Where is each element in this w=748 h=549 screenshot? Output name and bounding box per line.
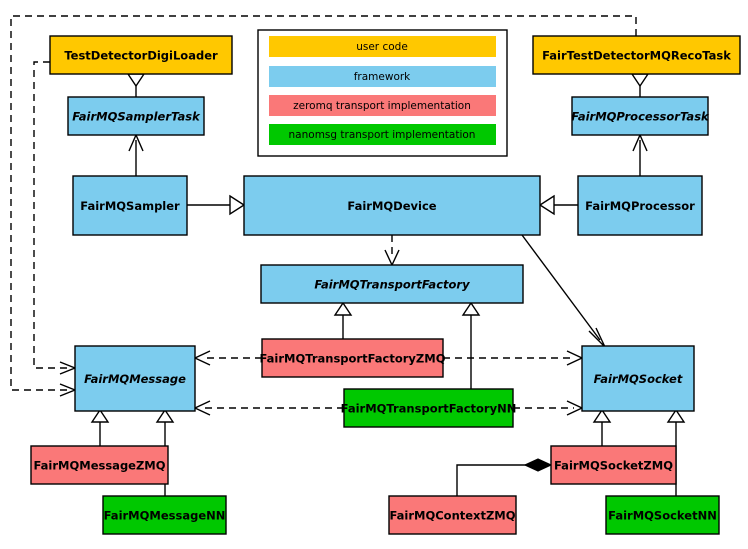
arrowhead-device-socket — [588, 327, 606, 348]
class-box-FairMQProcessor[interactable] — [577, 175, 703, 236]
class-label-TestDetectorDigiLoader: TestDetectorDigiLoader — [64, 49, 218, 63]
class-label-FairMQProcessorTask: FairMQProcessorTask — [571, 110, 710, 124]
arrowhead-processortask-recotask — [630, 73, 650, 88]
legend: user code framework zeromq transport imp… — [257, 29, 508, 157]
class-label-FairMQMessageNN: FairMQMessageNN — [104, 509, 226, 523]
arrowhead-socketnn-socket — [666, 408, 686, 423]
class-label-FairMQMessageZMQ: FairMQMessageZMQ — [33, 459, 165, 473]
class-label-FairMQSocket: FairMQSocket — [594, 372, 683, 386]
class-node-FairMQProcessorTask[interactable]: FairMQProcessorTask — [571, 96, 710, 136]
class-box-FairMQSocketZMQ[interactable] — [550, 445, 677, 485]
arrowhead-messagezmq-message — [90, 408, 110, 423]
class-node-FairMQTransportFactoryZMQ[interactable]: FairMQTransportFactoryZMQ — [259, 338, 446, 378]
class-box-FairMQMessage[interactable] — [74, 345, 196, 412]
class-box-FairMQContextZMQ[interactable] — [388, 495, 517, 535]
arrowhead-tfnn-transportfactory — [461, 301, 481, 316]
class-node-FairMQProcessor[interactable]: FairMQProcessor — [577, 175, 703, 236]
class-box-FairMQTransportFactoryZMQ[interactable] — [261, 338, 444, 378]
class-node-FairMQDevice[interactable]: FairMQDevice — [243, 175, 541, 236]
legend-swatch-framework — [269, 66, 496, 87]
class-label-FairMQSocketNN: FairMQSocketNN — [608, 509, 717, 523]
class-node-FairMQMessageZMQ[interactable]: FairMQMessageZMQ — [30, 445, 169, 485]
arrowhead-socketzmq-socket — [592, 408, 612, 423]
class-box-FairMQSocket[interactable] — [581, 345, 695, 412]
class-box-FairMQTransportFactory[interactable] — [260, 264, 524, 304]
class-box-FairMQSocketNN[interactable] — [605, 495, 720, 535]
class-box-FairMQDevice[interactable] — [243, 175, 541, 236]
class-node-FairMQContextZMQ[interactable]: FairMQContextZMQ — [388, 495, 517, 535]
arrowhead-processor-device — [538, 194, 555, 216]
class-label-FairMQDevice: FairMQDevice — [347, 199, 436, 213]
legend-label-zeromq: zeromq transport implementation — [293, 100, 471, 112]
class-node-FairMQTransportFactoryNN[interactable]: FairMQTransportFactoryNN — [341, 388, 517, 428]
node-layer: TestDetectorDigiLoaderFairMQSamplerTaskF… — [30, 35, 741, 535]
legend-swatch-nanomsg — [269, 124, 496, 145]
legend-swatch-zeromq — [269, 95, 496, 116]
class-label-FairTestDetectorMQRecoTask: FairTestDetectorMQRecoTask — [542, 49, 731, 63]
arrowhead-messagenn-message — [155, 408, 175, 423]
class-label-FairMQSocketZMQ: FairMQSocketZMQ — [554, 459, 673, 473]
edge-contextzmq-socketzmq — [456, 464, 538, 496]
class-label-FairMQTransportFactoryNN: FairMQTransportFactoryNN — [341, 402, 517, 416]
class-box-FairMQMessageZMQ[interactable] — [30, 445, 169, 485]
class-box-FairMQMessageNN[interactable] — [102, 495, 227, 535]
class-label-FairMQSamplerTask: FairMQSamplerTask — [72, 110, 201, 124]
class-node-FairMQSocketZMQ[interactable]: FairMQSocketZMQ — [550, 445, 677, 485]
legend-label-framework: framework — [354, 71, 411, 83]
legend-swatch-user-code — [269, 36, 496, 57]
class-label-FairMQTransportFactory: FairMQTransportFactory — [314, 278, 470, 292]
class-node-FairMQSocketNN[interactable]: FairMQSocketNN — [605, 495, 720, 535]
class-box-FairTestDetectorMQRecoTask[interactable] — [532, 35, 741, 75]
class-node-FairMQTransportFactory[interactable]: FairMQTransportFactory — [260, 264, 524, 304]
class-box-FairMQSamplerTask[interactable] — [67, 96, 205, 136]
class-box-FairMQProcessorTask[interactable] — [571, 96, 709, 136]
class-label-FairMQMessage: FairMQMessage — [84, 372, 186, 386]
class-label-FairMQContextZMQ: FairMQContextZMQ — [389, 509, 515, 523]
diamond-contextzmq-socketzmq — [523, 458, 553, 472]
class-node-FairMQSampler[interactable]: FairMQSampler — [72, 175, 188, 236]
class-label-FairMQSampler: FairMQSampler — [80, 199, 180, 213]
legend-label-user-code: user code — [356, 41, 408, 53]
edge-digiloader-message — [33, 61, 68, 369]
class-node-FairMQSamplerTask[interactable]: FairMQSamplerTask — [67, 96, 205, 136]
class-node-FairMQMessage[interactable]: FairMQMessage — [74, 345, 196, 412]
class-label-FairMQProcessor: FairMQProcessor — [585, 199, 695, 213]
class-label-FairMQTransportFactoryZMQ: FairMQTransportFactoryZMQ — [259, 352, 445, 366]
class-node-FairMQMessageNN[interactable]: FairMQMessageNN — [102, 495, 227, 535]
class-node-FairMQSocket[interactable]: FairMQSocket — [581, 345, 695, 412]
edge-recotask-message — [10, 15, 637, 391]
arrowhead-tfzmq-transportfactory — [333, 301, 353, 316]
edge-device-socket — [521, 234, 601, 341]
arrowhead-tfnn-socket — [566, 400, 584, 416]
class-node-FairTestDetectorMQRecoTask[interactable]: FairTestDetectorMQRecoTask — [532, 35, 741, 75]
class-box-FairMQSampler[interactable] — [72, 175, 188, 236]
arrowhead-samplertask-digiloader — [126, 73, 146, 88]
class-box-TestDetectorDigiLoader[interactable] — [49, 35, 233, 75]
class-node-TestDetectorDigiLoader[interactable]: TestDetectorDigiLoader — [49, 35, 233, 75]
arrowhead-sampler-device — [229, 194, 246, 216]
class-box-FairMQTransportFactoryNN[interactable] — [343, 388, 514, 428]
legend-label-nanomsg: nanomsg transport implementation — [289, 129, 476, 141]
